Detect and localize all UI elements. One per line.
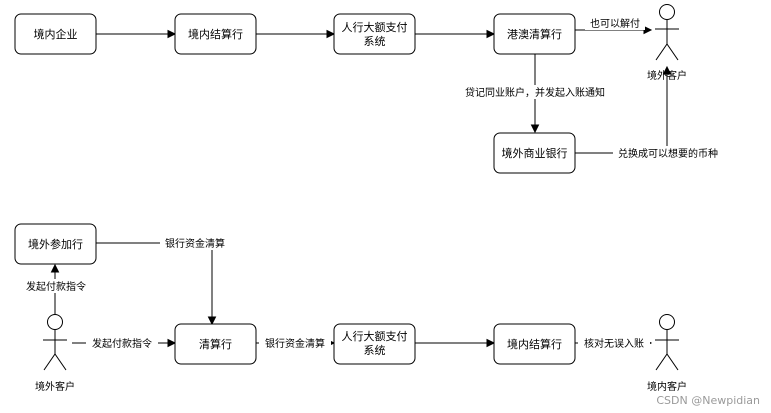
node-label: 境外商业银行 (502, 146, 568, 160)
actor-label-overseas-client-top: 境外客户 (647, 69, 687, 82)
node-cnaps-hvps-bottom[interactable]: 人行大额支付 系统 (333, 323, 416, 365)
node-hk-macau-clearing-bank[interactable]: 港澳清算行 (493, 13, 576, 55)
arrowhead (643, 25, 653, 35)
arrowhead (167, 29, 177, 39)
node-label-line1: 人行大额支付 (342, 20, 408, 34)
edge-label-exchange-currency: 兑换成可以想要的币种 (618, 147, 718, 160)
arrowhead (530, 124, 540, 134)
edge-participating-to-clearing (96, 242, 213, 319)
node-label-line1: 人行大额支付 (342, 329, 408, 343)
node-label-line2: 系统 (364, 35, 386, 48)
node-label: 清算行 (199, 337, 232, 351)
actor-overseas-client-top[interactable] (655, 4, 679, 61)
actor-head (47, 314, 63, 330)
node-label: 境内结算行 (507, 337, 562, 351)
edge-label-initiate-payment-right: 发起付款指令 (92, 337, 152, 350)
node-domestic-enterprise[interactable]: 境内企业 (14, 13, 97, 55)
arrowhead (207, 316, 217, 326)
arrowhead (326, 29, 336, 39)
node-cnaps-hvps[interactable]: 人行大额支付 系统 (333, 13, 416, 55)
actor-label-domestic-client: 境内客户 (647, 380, 687, 393)
edge-label-initiate-payment-up: 发起付款指令 (26, 280, 86, 293)
node-domestic-settlement-bank[interactable]: 境内结算行 (174, 13, 257, 55)
node-clearing-bank[interactable]: 清算行 (174, 323, 257, 365)
edge-label-can-also-pay: 也可以解付 (590, 17, 640, 30)
actor-head (659, 314, 675, 330)
actor-label-overseas-client-bottom: 境外客户 (35, 380, 75, 393)
arrowhead (167, 338, 177, 348)
actor-overseas-client-bottom[interactable] (43, 314, 67, 371)
edge-label-bank-fund-clearing-mid: 银行资金清算 (265, 337, 325, 350)
watermark: CSDN @Newpidian (656, 394, 760, 407)
actor-domestic-client[interactable] (655, 314, 679, 371)
node-label: 境内结算行 (188, 27, 243, 41)
edge-label-bank-fund-clearing-top: 银行资金清算 (165, 237, 225, 250)
edge-label-credit-interbank: 贷记同业账户，并发起入账通知 (465, 86, 605, 99)
edge-commercial-to-client (575, 72, 668, 154)
arrowhead (662, 65, 672, 75)
arrowhead (50, 263, 60, 273)
node-overseas-participating-bank[interactable]: 境外参加行 (14, 223, 97, 265)
edge-label-verify-credit: 核对无误入账 (584, 337, 644, 350)
arrowhead (486, 338, 496, 348)
node-domestic-settlement-bank-bottom[interactable]: 境内结算行 (493, 323, 576, 365)
arrowhead (486, 29, 496, 39)
node-label: 港澳清算行 (507, 27, 562, 41)
node-overseas-commercial-bank[interactable]: 境外商业银行 (493, 132, 576, 174)
node-label: 境内企业 (34, 27, 78, 41)
actor-head (659, 4, 675, 20)
node-label-line2: 系统 (364, 344, 386, 357)
node-label: 境外参加行 (28, 237, 83, 251)
